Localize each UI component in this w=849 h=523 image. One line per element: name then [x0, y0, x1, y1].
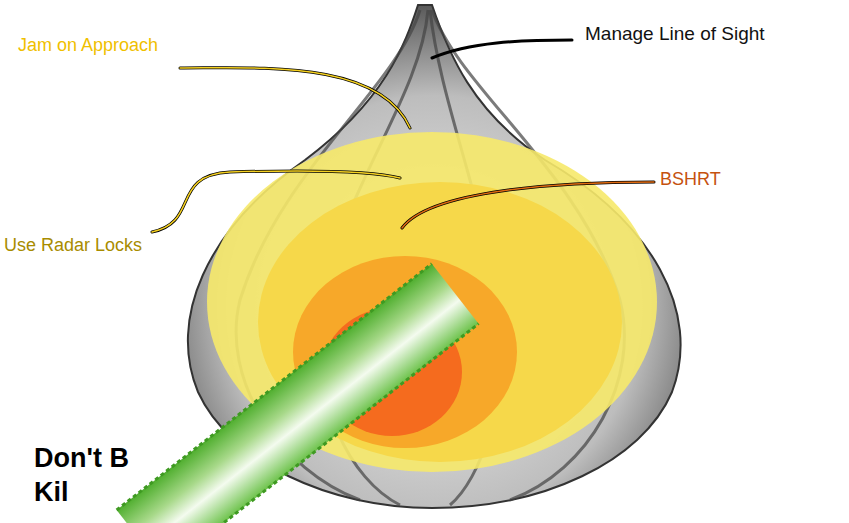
slogan-text: Don't B	[34, 444, 129, 474]
layer-label: Jam on Approach	[18, 36, 158, 56]
layer-label: Use Radar Locks	[4, 236, 142, 256]
layer-label: BSHRT	[660, 170, 721, 190]
slogan-text: Kil	[34, 478, 69, 508]
layer-label: Manage Line of Sight	[585, 24, 765, 45]
